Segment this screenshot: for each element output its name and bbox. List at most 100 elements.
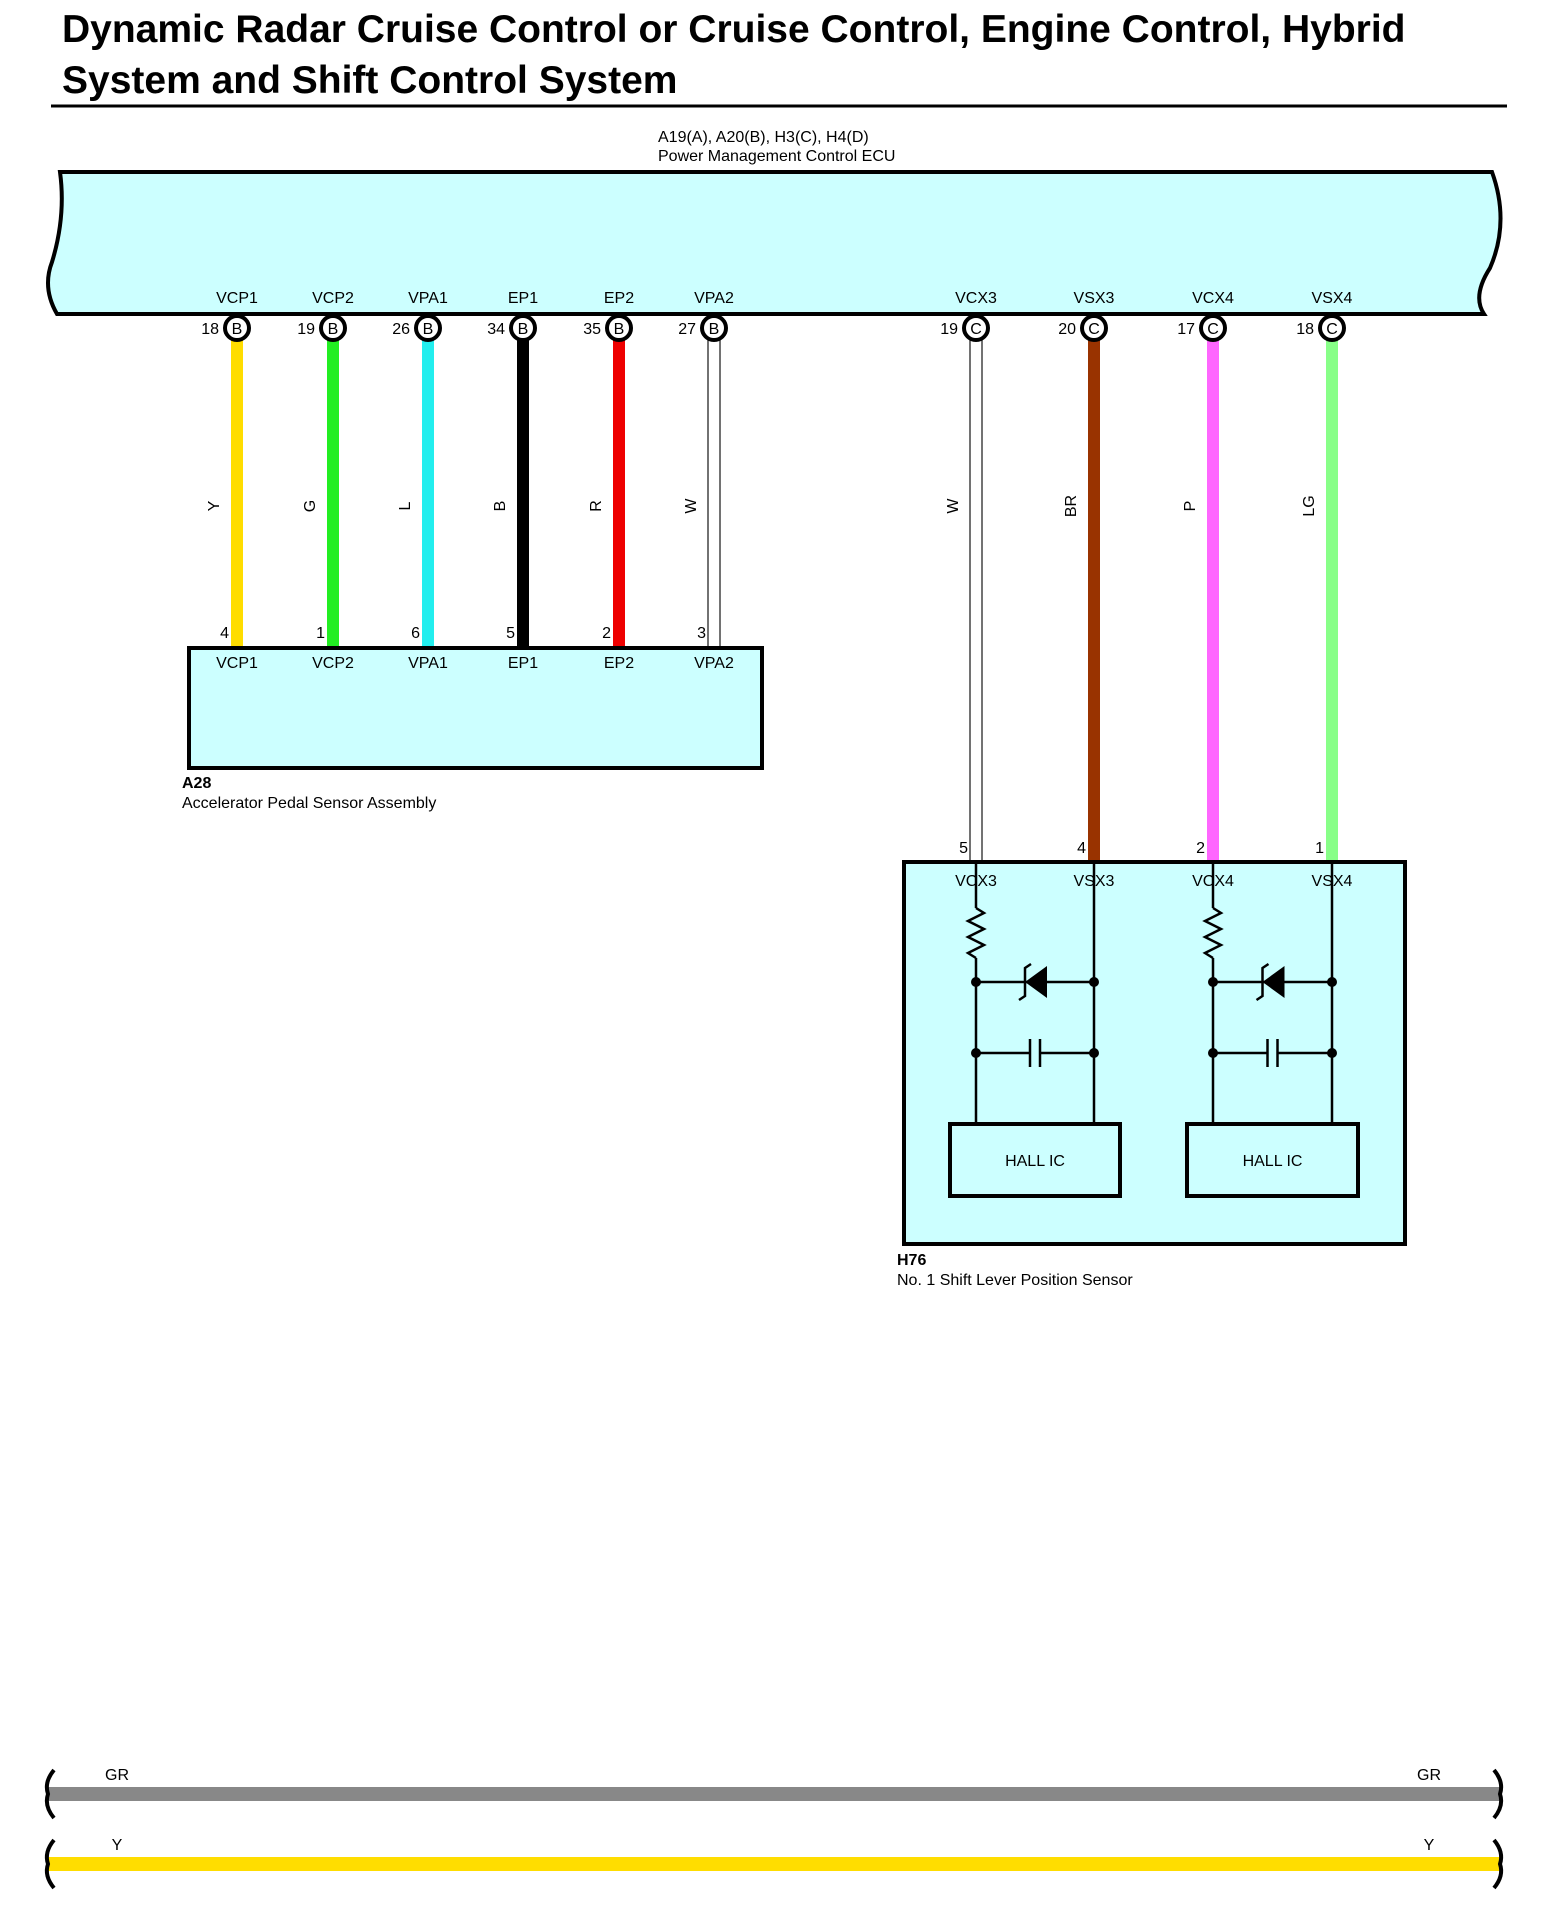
ecu-connector-pin — [1199, 314, 1227, 342]
ecu-terminal-label: VSX4 — [1312, 290, 1353, 307]
zener-diode-icon — [1025, 966, 1047, 998]
pedal-sensor-code: A28 — [182, 775, 211, 792]
junction-dot — [1089, 1048, 1099, 1058]
ecu-pin-number: 20 — [1058, 321, 1076, 338]
wire-vsx4 — [1326, 340, 1338, 862]
ecu-connector-pin — [700, 314, 728, 342]
sensor-terminal-label: VCP2 — [312, 655, 354, 672]
sensor-pin-number: 4 — [220, 625, 229, 642]
resistor-icon — [965, 906, 987, 960]
hall-sensor-circuit: HALL IC — [1185, 864, 1360, 1198]
wire-color-code: Y — [206, 500, 223, 511]
wire-color-code: L — [397, 501, 414, 510]
sensor-pin-number: 2 — [1196, 840, 1205, 857]
junction-dot — [1208, 1048, 1218, 1058]
zener-diode-icon — [1262, 966, 1285, 998]
junction-dot — [1327, 977, 1337, 987]
ecu-terminal-label: VPA2 — [694, 290, 734, 307]
sensor-pin-number: 1 — [1315, 840, 1324, 857]
ecu-connector-code: A19(A), A20(B), H3(C), H4(D) — [658, 129, 869, 146]
ecu-terminal-label: VCX4 — [1192, 290, 1234, 307]
ecu-pin-number: 18 — [1296, 321, 1314, 338]
connector-letter: C — [1207, 321, 1219, 338]
wire-color-code: W — [945, 498, 962, 514]
wire-color-code: R — [588, 500, 605, 512]
ecu-terminal-label: EP1 — [508, 290, 538, 307]
wire-vpa2 — [707, 339, 721, 649]
connector-letter: C — [970, 321, 982, 338]
connector-letter: B — [709, 321, 720, 338]
wire-break-mark — [44, 1768, 56, 1820]
sensor-terminal-label: VPA2 — [694, 655, 734, 672]
hall-ic-label: HALL IC — [1243, 1153, 1303, 1170]
hall-ic-box — [948, 1122, 1122, 1198]
wire-color-code: GR — [1417, 1767, 1441, 1784]
wire-color-code: BR — [1063, 495, 1080, 517]
wire-color-code: Y — [1424, 1837, 1435, 1854]
ecu-connector-pin — [605, 314, 633, 342]
wire-vcp1 — [231, 340, 243, 648]
connector-letter: C — [1326, 321, 1338, 338]
ecu-terminal-label: VPA1 — [408, 290, 448, 307]
sensor-terminal-label: VCP1 — [216, 655, 258, 672]
connector-letter: B — [328, 321, 339, 338]
ecu-connector-pin — [1318, 314, 1346, 342]
shift-sensor-code: H76 — [897, 1252, 926, 1269]
ecu-pin-number: 17 — [1177, 321, 1195, 338]
ecu-pin-number: 18 — [201, 321, 219, 338]
ecu-pin-number: 19 — [297, 321, 315, 338]
ecu-connector-pin — [223, 314, 251, 342]
wire-ep1 — [517, 340, 529, 648]
junction-dot — [1208, 977, 1218, 987]
pedal-sensor-name: Accelerator Pedal Sensor Assembly — [182, 795, 436, 812]
ecu-terminal-label: VCX3 — [955, 290, 997, 307]
wire-color-code: Y — [112, 1837, 123, 1854]
sensor-terminal-label: VPA1 — [408, 655, 448, 672]
ecu-connector-pin — [319, 314, 347, 342]
page-title: Dynamic Radar Cruise Control or Cruise C… — [62, 8, 1406, 102]
junction-dot — [971, 977, 981, 987]
continuation-wire — [48, 1857, 1501, 1871]
wire-break-mark — [44, 1838, 56, 1890]
hall-sensor-circuit: HALL IC — [948, 864, 1122, 1198]
sensor-terminal-label: EP1 — [508, 655, 538, 672]
ecu-name: Power Management Control ECU — [658, 148, 895, 165]
continuation-wire — [48, 1787, 1501, 1801]
resistor-icon — [1202, 906, 1224, 960]
ecu-connector-pin — [414, 314, 442, 342]
wire-color-code: B — [492, 501, 509, 512]
connector-letter: B — [518, 321, 529, 338]
wire-break-mark — [1492, 1768, 1504, 1820]
wire-vpa1 — [422, 340, 434, 648]
sensor-pin-number: 5 — [959, 840, 968, 857]
sensor-pin-number: 3 — [697, 625, 706, 642]
ecu-pin-number: 19 — [940, 321, 958, 338]
ecu-terminal-label: VCP2 — [312, 290, 354, 307]
sensor-pin-number: 6 — [411, 625, 420, 642]
ecu-connector-pin — [509, 314, 537, 342]
junction-dot — [1327, 1048, 1337, 1058]
wire-color-code: P — [1182, 501, 1199, 512]
wire-break-mark — [1492, 1838, 1504, 1890]
ecu-terminal-label: EP2 — [604, 290, 634, 307]
ecu-pin-number: 27 — [678, 321, 696, 338]
sensor-terminal-label: EP2 — [604, 655, 634, 672]
junction-dot — [1089, 977, 1099, 987]
sensor-pin-number: 5 — [506, 625, 515, 642]
ecu-box — [46, 170, 1503, 316]
hall-ic-box — [1185, 1122, 1360, 1198]
sensor-pin-number: 2 — [602, 625, 611, 642]
connector-letter: B — [423, 321, 434, 338]
ecu-connector-pin — [1080, 314, 1108, 342]
wire-color-code: LG — [1301, 495, 1318, 516]
sensor-pin-number: 4 — [1077, 840, 1086, 857]
ecu-terminal-label: VCP1 — [216, 290, 258, 307]
accelerator-pedal-sensor-box — [187, 646, 764, 770]
hall-ic-label: HALL IC — [1005, 1153, 1065, 1170]
wire-color-code: GR — [105, 1767, 129, 1784]
wire-ep2 — [613, 340, 625, 648]
connector-letter: C — [1088, 321, 1100, 338]
ecu-connector-pin — [962, 314, 990, 342]
wire-vcp2 — [327, 340, 339, 648]
